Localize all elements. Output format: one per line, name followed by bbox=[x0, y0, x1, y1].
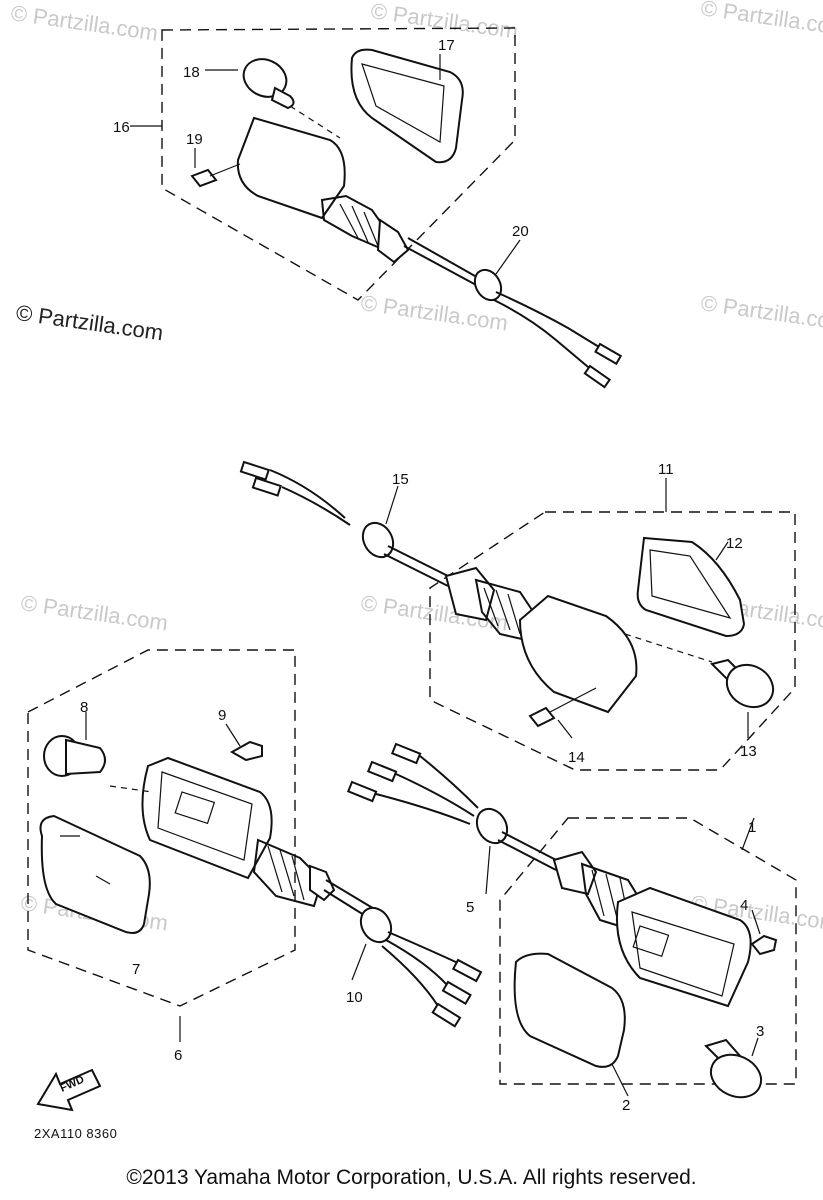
assembly-group-11 bbox=[429, 511, 796, 771]
part-label-11: 11 bbox=[658, 461, 674, 478]
part-label-12: 12 bbox=[726, 535, 743, 552]
part-label-15: 15 bbox=[392, 471, 409, 488]
signal-housing-top bbox=[236, 116, 483, 287]
part-label-5: 5 bbox=[466, 899, 474, 916]
part-label-6: 6 bbox=[174, 1047, 182, 1064]
connector-5c bbox=[346, 780, 378, 803]
screw-9 bbox=[229, 740, 263, 762]
part-label-7: 7 bbox=[132, 961, 140, 978]
part-label-14: 14 bbox=[568, 749, 585, 766]
wire-5b bbox=[395, 773, 475, 817]
wire-5a bbox=[419, 755, 479, 809]
wire-top-b bbox=[493, 299, 595, 373]
part-label-4: 4 bbox=[740, 897, 748, 914]
watermark-faint: © Partzilla.com bbox=[699, 0, 823, 41]
lens-12 bbox=[636, 536, 746, 638]
diagram-code: 2XA110 8360 bbox=[34, 1126, 118, 1141]
part-label-9: 9 bbox=[218, 707, 226, 724]
front-right-signal-assembly bbox=[346, 742, 797, 1099]
connector-10a bbox=[451, 958, 483, 983]
wire-5c bbox=[375, 793, 471, 825]
front-left-signal-assembly bbox=[27, 649, 483, 1042]
part-label-18: 18 bbox=[183, 64, 200, 81]
assembly-group-16 bbox=[161, 27, 516, 301]
signal-housing-6 bbox=[141, 756, 273, 880]
connector-top-a bbox=[594, 342, 623, 366]
part-label-10: 10 bbox=[346, 989, 363, 1006]
assembly-group-1 bbox=[499, 817, 797, 1085]
connector-5a bbox=[390, 742, 422, 765]
screw-14 bbox=[528, 706, 556, 728]
signal-housing-11 bbox=[518, 594, 638, 714]
rear-left-signal-assembly bbox=[130, 27, 623, 389]
part-label-13: 13 bbox=[740, 743, 757, 760]
part-label-8: 8 bbox=[80, 699, 88, 716]
bulb-13 bbox=[710, 658, 775, 709]
connector-10b bbox=[441, 980, 472, 1006]
grommet-20 bbox=[473, 268, 503, 302]
part-label-17: 17 bbox=[438, 37, 455, 54]
part-label-20: 20 bbox=[512, 223, 529, 240]
lens-2 bbox=[513, 952, 626, 1068]
connector-15a bbox=[239, 460, 270, 481]
part-labels: 18 17 16 19 20 15 11 12 13 14 8 9 1 5 4 … bbox=[80, 37, 764, 1114]
screw-4 bbox=[750, 934, 778, 956]
connector-15b bbox=[251, 476, 282, 497]
watermark-faint: © Partzilla.com bbox=[699, 290, 823, 335]
part-label-3: 3 bbox=[756, 1023, 764, 1040]
connector-top-b bbox=[583, 364, 612, 389]
bulb-8 bbox=[43, 735, 106, 777]
lens-17 bbox=[350, 48, 464, 164]
connector-10c bbox=[431, 1002, 462, 1028]
part-label-19: 19 bbox=[186, 131, 203, 148]
watermark-faint: © Partzilla.com bbox=[9, 0, 159, 45]
fwd-arrow-icon: FWD bbox=[36, 1068, 102, 1112]
bulb-18 bbox=[242, 58, 295, 110]
wire-15b bbox=[281, 486, 351, 526]
part-label-2: 2 bbox=[622, 1097, 630, 1114]
wire-10c bbox=[381, 945, 439, 1007]
wire-top-a bbox=[495, 291, 605, 351]
bulb-3 bbox=[704, 1038, 763, 1099]
grommet-15 bbox=[361, 521, 395, 559]
wire-10a bbox=[387, 931, 461, 965]
connector-5b bbox=[366, 760, 398, 783]
screw-19 bbox=[190, 168, 218, 188]
copyright-notice: ©2013 Yamaha Motor Corporation, U.S.A. A… bbox=[126, 1166, 697, 1189]
wire-10b bbox=[385, 939, 449, 987]
part-label-16: 16 bbox=[113, 119, 130, 136]
wire-15a bbox=[269, 469, 346, 519]
lens-7 bbox=[39, 814, 151, 934]
rear-right-signal-assembly bbox=[239, 460, 796, 771]
watermark-faint: © Partzilla.com bbox=[19, 590, 169, 635]
part-label-1: 1 bbox=[748, 819, 756, 836]
grommet-10 bbox=[359, 906, 393, 944]
grommet-5 bbox=[475, 807, 509, 845]
assembly-group-6 bbox=[27, 649, 296, 1007]
